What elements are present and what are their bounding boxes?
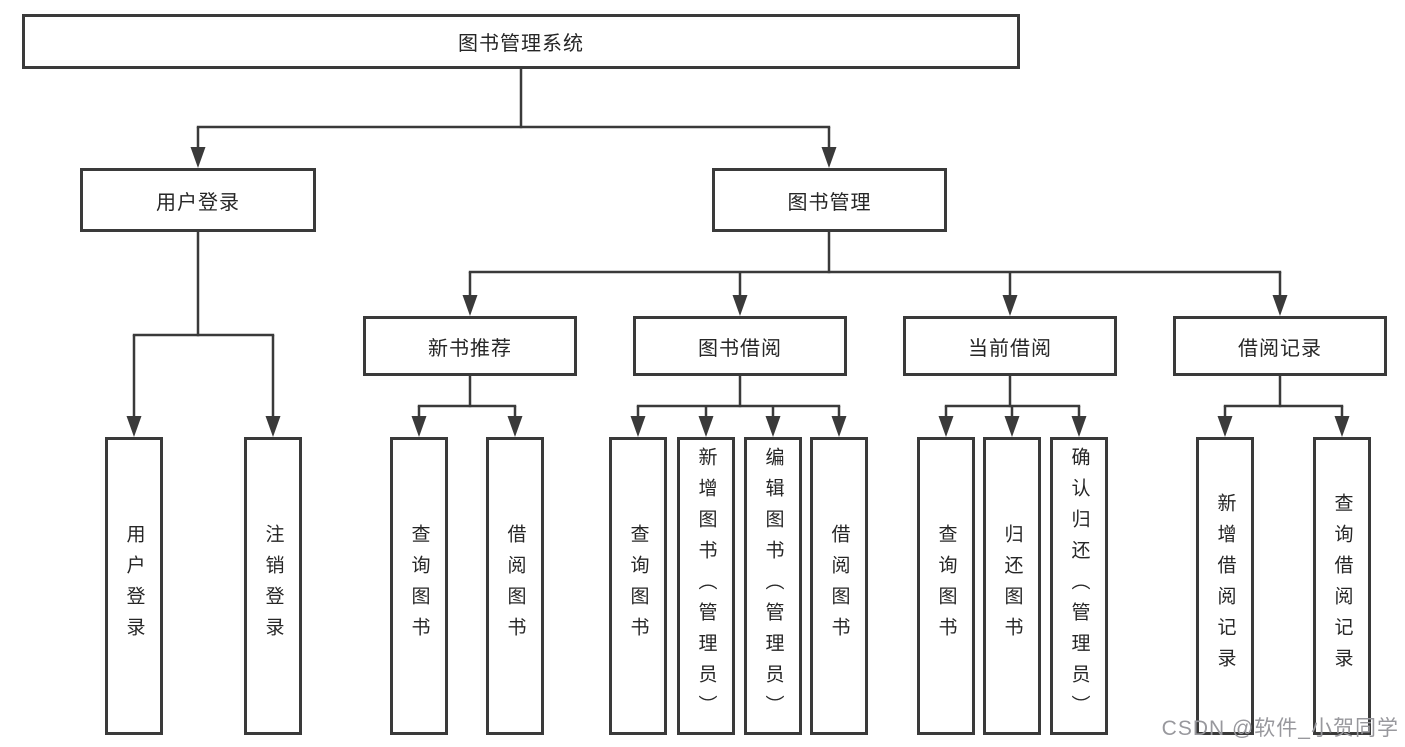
node-borrow-book-1: 借阅图书 <box>486 437 544 735</box>
node-label: 新增借阅记录 <box>1214 493 1236 679</box>
node-return-book: 归还图书 <box>983 437 1041 735</box>
node-book-management: 图书管理 <box>712 168 947 232</box>
node-current-borrow: 当前借阅 <box>903 316 1117 376</box>
node-label: 用户登录 <box>123 524 145 648</box>
node-edit-book-admin: 编辑图书（管理员） <box>744 437 802 735</box>
node-label: 查询图书 <box>935 524 957 648</box>
node-borrow-book-2: 借阅图书 <box>810 437 868 735</box>
node-new-book-recommend: 新书推荐 <box>363 316 577 376</box>
node-borrow-record: 借阅记录 <box>1173 316 1387 376</box>
node-query-book-1: 查询图书 <box>390 437 448 735</box>
connector-borrow-record-to-children <box>1217 376 1350 437</box>
node-confirm-return-admin: 确认归还（管理员） <box>1050 437 1108 735</box>
node-library-management-system: 图书管理系统 <box>22 14 1020 69</box>
node-label: 归还图书 <box>1001 524 1023 648</box>
node-user-login-leaf: 用户登录 <box>105 437 163 735</box>
node-label: 借阅图书 <box>828 524 850 648</box>
node-label: 借阅图书 <box>504 524 526 648</box>
connector-root-to-level2 <box>190 69 837 168</box>
connector-current-borrow-to-children <box>938 376 1087 437</box>
node-user-login: 用户登录 <box>80 168 316 232</box>
node-label: 查询图书 <box>627 524 649 648</box>
node-label: 新增图书（管理员） <box>695 446 717 726</box>
node-query-book-3: 查询图书 <box>917 437 975 735</box>
node-book-borrow: 图书借阅 <box>633 316 847 376</box>
node-logout-leaf: 注销登录 <box>244 437 302 735</box>
node-query-book-2: 查询图书 <box>609 437 667 735</box>
connector-book-borrow-to-children <box>630 376 847 437</box>
node-add-book-admin: 新增图书（管理员） <box>677 437 735 735</box>
csdn-watermark: CSDN @软件_小贺同学 <box>1161 717 1399 740</box>
connector-user-login-to-children <box>126 232 281 437</box>
connector-new-book-to-children <box>411 376 523 437</box>
node-add-borrow-record: 新增借阅记录 <box>1196 437 1254 735</box>
node-label: 查询图书 <box>408 524 430 648</box>
node-label: 确认归还（管理员） <box>1068 446 1090 726</box>
node-query-borrow-record: 查询借阅记录 <box>1313 437 1371 735</box>
node-label: 编辑图书（管理员） <box>762 446 784 726</box>
node-label: 注销登录 <box>262 524 284 648</box>
node-label: 查询借阅记录 <box>1331 493 1353 679</box>
connector-book-management-to-level3 <box>462 232 1288 316</box>
